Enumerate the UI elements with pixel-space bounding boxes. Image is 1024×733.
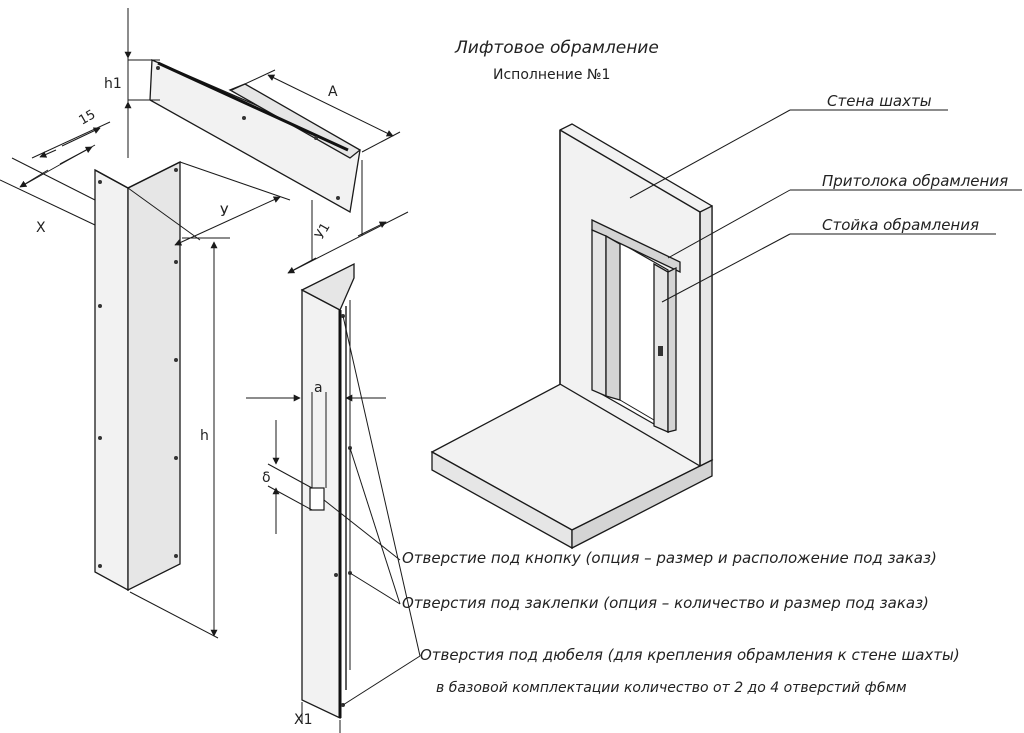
callout-button-hole: Отверстие под кнопку (опция – размер и р… bbox=[323, 499, 937, 567]
dim-y1-label: У1 bbox=[312, 220, 333, 242]
dim-y-label: У bbox=[220, 204, 229, 220]
corner-post-left bbox=[94, 160, 181, 592]
dim-x-label: X bbox=[36, 220, 46, 236]
callout-button-hole-text: Отверстие под кнопку (опция – размер и р… bbox=[402, 549, 937, 567]
callout-dowel-holes-text: Отверстия под дюбеля (для крепления обра… bbox=[420, 646, 960, 664]
dim-delta-label: δ bbox=[262, 470, 271, 486]
dim-h1: h1 bbox=[104, 8, 160, 158]
dim-x1-label: X1 bbox=[294, 712, 313, 728]
dim-alpha: a bbox=[246, 380, 386, 488]
callout-lintel-text: Притолока обрамления bbox=[822, 172, 1008, 190]
callout-post: Стойка обрамления bbox=[661, 216, 996, 303]
drawing-title: Лифтовое обрамление bbox=[454, 38, 659, 58]
callout-shaft-wall-text: Стена шахты bbox=[827, 92, 932, 110]
drawing-subtitle: Исполнение №1 bbox=[493, 67, 610, 83]
dim-delta: δ bbox=[262, 420, 313, 534]
dim-h1-label: h1 bbox=[104, 76, 122, 92]
callout-rivet-holes-text: Отверстия под заклепки (опция – количест… bbox=[402, 594, 929, 612]
dim-h-label: h bbox=[200, 428, 209, 444]
button-hole-rect bbox=[309, 487, 325, 511]
dim-alpha-label: a bbox=[314, 380, 323, 396]
callout-dowel-note-text: в базовой комплектации количество от 2 д… bbox=[436, 680, 907, 696]
shaft-view bbox=[430, 123, 714, 550]
dim-15: 15 bbox=[31, 107, 111, 159]
callout-lintel: Притолока обрамления bbox=[667, 172, 1022, 259]
dim-a-label: A bbox=[328, 84, 338, 100]
dim-h: h bbox=[129, 237, 230, 639]
dim-a: A bbox=[231, 69, 401, 153]
dim-y1: У1 bbox=[287, 160, 409, 274]
callout-post-text: Стойка обрамления bbox=[822, 216, 979, 234]
callout-dowel-holes: Отверстия под дюбеля (для крепления обра… bbox=[342, 315, 960, 706]
callout-shaft-wall: Стена шахты bbox=[629, 92, 948, 199]
callout-rivet-holes: Отверстия под заклепки (опция – количест… bbox=[349, 447, 929, 612]
dim-x: X bbox=[0, 144, 96, 236]
lintel-part bbox=[149, 59, 362, 214]
dim-15-label: 15 bbox=[77, 107, 99, 128]
dim-y: У bbox=[127, 161, 291, 246]
dim-x1: X1 bbox=[294, 702, 341, 733]
